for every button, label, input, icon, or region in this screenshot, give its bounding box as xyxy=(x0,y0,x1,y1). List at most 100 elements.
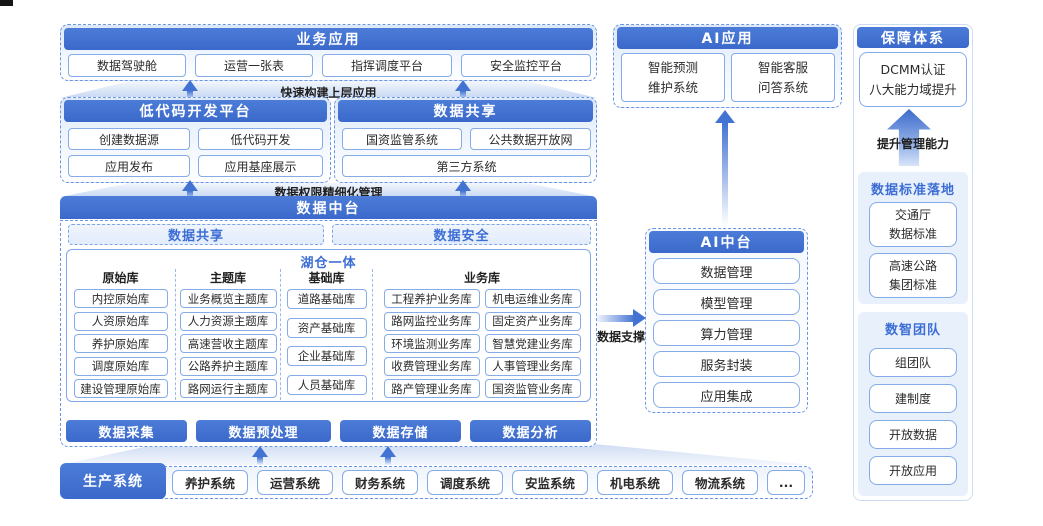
data-share-item: 国资监管系统 xyxy=(342,128,462,150)
up-arrow-icon xyxy=(252,446,268,465)
screenshot-artifact xyxy=(0,0,13,6)
business-app-item: 指挥调度平台 xyxy=(322,54,452,77)
lake-item: 机电运维业务库 xyxy=(484,289,581,308)
dcmm-line: 八大能力域提升 xyxy=(869,81,957,97)
lake-column-raw: 原始库 内控原始库 人资原始库 养护原始库 调度原始库 建设管理原始库 xyxy=(66,269,176,400)
ai-platform-item: 应用集成 xyxy=(653,382,800,408)
low-code-item: 低代码开发 xyxy=(198,128,323,150)
up-arrow-icon xyxy=(182,180,198,199)
build-upper-label: 快速构建上层应用 xyxy=(280,86,377,100)
lake-item: 资产基础库 xyxy=(286,317,367,338)
ai-app-item-line: 智能客服 xyxy=(757,60,808,76)
lake-item: 人力资源主题库 xyxy=(179,311,277,331)
ai-platform-title: AI中台 xyxy=(649,231,804,253)
lake-item: 业务概览主题库 xyxy=(179,289,277,308)
low-code-item: 应用基座展示 xyxy=(198,155,323,177)
production-system: 物流系统 xyxy=(682,470,758,495)
standards-item: 交通厅 数据标准 xyxy=(869,202,957,247)
production-system: 养护系统 xyxy=(172,470,248,495)
lake-item: 人员基础库 xyxy=(286,374,367,395)
data-platform-sub-security: 数据安全 xyxy=(332,224,591,245)
team-item: 开放数据 xyxy=(869,420,957,449)
ai-app-item-line: 维护系统 xyxy=(647,79,698,95)
data-support-label: 数据支撑 xyxy=(596,330,645,344)
standards-title: 数据标准落地 xyxy=(870,183,955,198)
ai-platform-item: 服务封装 xyxy=(653,351,800,377)
dcmm-line: DCMM认证 xyxy=(880,62,946,78)
production-system: 财务系统 xyxy=(342,470,418,495)
lake-item: 路网运行主题库 xyxy=(179,379,277,398)
ai-app-item-line: 智能预测 xyxy=(647,60,698,76)
standards-item: 高速公路 集团标准 xyxy=(869,253,957,298)
ai-app-item: 智能客服 问答系统 xyxy=(731,53,835,102)
business-app-item: 安全监控平台 xyxy=(461,54,591,77)
team-item: 组团队 xyxy=(869,348,957,377)
lake-item: 环境监测业务库 xyxy=(383,334,480,353)
lake-item: 建设管理原始库 xyxy=(73,379,168,398)
ai-app-title: AI应用 xyxy=(617,27,838,49)
lake-item: 道路基础库 xyxy=(286,289,367,309)
lake-item: 固定资产业务库 xyxy=(484,311,581,331)
lake-item: 人资原始库 xyxy=(73,311,168,331)
production-system: 运营系统 xyxy=(257,470,333,495)
lake-item: 工程养护业务库 xyxy=(383,289,480,308)
process-button: 数据预处理 xyxy=(196,420,331,442)
lake-column-header: 业务库 xyxy=(463,271,500,285)
production-system: 机电系统 xyxy=(597,470,673,495)
data-platform-sub-share: 数据共享 xyxy=(68,224,324,245)
team-item: 建制度 xyxy=(869,384,957,413)
lake-item: 路网监控业务库 xyxy=(383,311,480,331)
standards-item-line: 交通厅 xyxy=(894,207,931,222)
funnel-shape-bottom xyxy=(60,444,813,465)
dcmm-box: DCMM认证 八大能力域提升 xyxy=(859,52,967,107)
business-apps-title: 业务应用 xyxy=(64,28,593,50)
lake-item: 路产管理业务库 xyxy=(383,379,480,398)
data-share-item: 公共数据开放网 xyxy=(470,128,591,150)
ai-platform-item: 模型管理 xyxy=(653,289,800,315)
lake-item: 智慧党建业务库 xyxy=(484,334,581,353)
lake-item: 公路养护主题库 xyxy=(179,356,277,376)
production-system: 调度系统 xyxy=(427,470,503,495)
lake-item: 国资监管业务库 xyxy=(484,379,581,398)
arrow-tail xyxy=(722,122,728,226)
lake-column-base: 基础库 道路基础库 资产基础库 企业基础库 人员基础库 xyxy=(281,269,373,400)
right-arrow-icon xyxy=(633,309,646,327)
ai-platform-item: 数据管理 xyxy=(653,258,800,284)
process-button: 数据采集 xyxy=(66,420,187,442)
data-share-title: 数据共享 xyxy=(338,100,593,122)
team-title: 数智团队 xyxy=(884,323,941,338)
up-arrow-icon xyxy=(380,446,396,465)
lake-item: 收费管理业务库 xyxy=(383,356,480,376)
lake-item: 内控原始库 xyxy=(73,289,168,308)
up-arrow-icon xyxy=(715,110,735,123)
production-system: 安监系统 xyxy=(512,470,588,495)
up-arrow-icon xyxy=(455,80,471,99)
lake-column-header: 基础库 xyxy=(308,271,345,285)
lake-item: 企业基础库 xyxy=(286,346,367,366)
lake-column-business: 业务库 工程养护业务库 路网监控业务库 环境监测业务库 收费管理业务库 路产管理… xyxy=(373,269,591,400)
lake-item: 养护原始库 xyxy=(73,334,168,353)
lake-item: 人事管理业务库 xyxy=(484,356,581,376)
low-code-item: 创建数据源 xyxy=(68,128,190,150)
standards-item-line: 数据标准 xyxy=(888,226,937,241)
up-arrow-icon xyxy=(455,180,471,199)
lake-column-theme: 主题库 业务概览主题库 人力资源主题库 高速营收主题库 公路养护主题库 路网运行… xyxy=(176,269,281,400)
guarantee-title: 保障体系 xyxy=(857,27,969,48)
lake-column-header: 原始库 xyxy=(102,271,139,285)
data-platform-title: 数据中台 xyxy=(60,196,597,219)
production-system-more: ... xyxy=(767,470,805,495)
improve-label: 提升管理能力 xyxy=(876,137,949,151)
standards-item-line: 高速公路 xyxy=(888,258,937,273)
lake-item: 高速营收主题库 xyxy=(179,334,277,353)
data-share-item: 第三方系统 xyxy=(342,155,591,177)
lake-column-header: 主题库 xyxy=(209,271,246,285)
up-arrow-icon xyxy=(182,80,198,99)
standards-item-line: 集团标准 xyxy=(888,277,937,292)
ai-app-item-line: 问答系统 xyxy=(757,79,808,95)
lake-warehouse-title: 湖仓一体 xyxy=(300,256,357,271)
business-app-item: 数据驾驶舱 xyxy=(68,54,186,77)
low-code-item: 应用发布 xyxy=(68,155,190,177)
arrow-tail xyxy=(597,315,635,322)
production-title: 生产系统 xyxy=(60,463,166,499)
